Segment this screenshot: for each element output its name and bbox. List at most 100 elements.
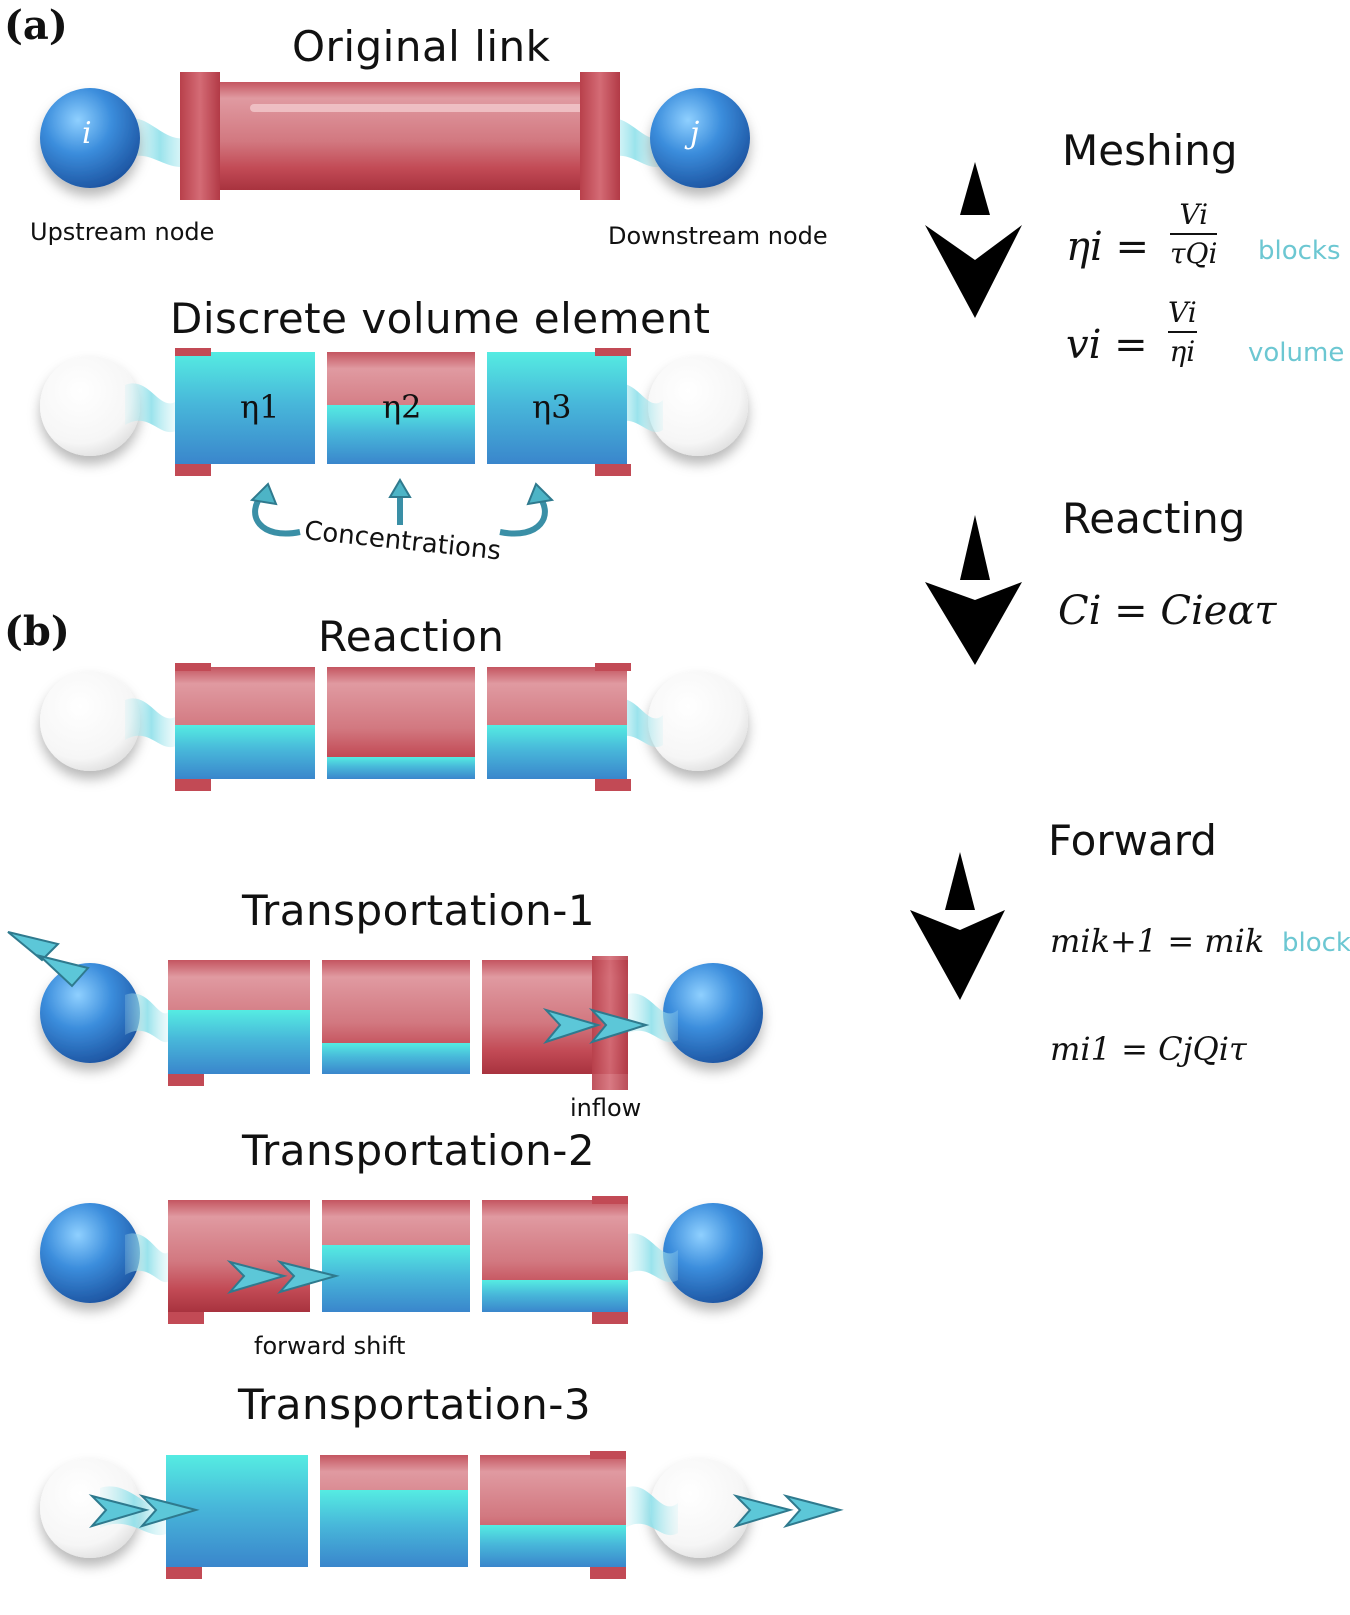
block-label-eta1: η1 bbox=[240, 388, 280, 426]
block-1-water bbox=[175, 352, 315, 464]
discrete-element-title: Discrete volume element bbox=[170, 294, 711, 343]
downstream-stream bbox=[625, 993, 678, 1043]
pipe-cap-right-bottom bbox=[592, 1312, 628, 1324]
pipe-cap-right-bottom bbox=[595, 464, 631, 476]
downstream-node-j bbox=[650, 88, 750, 188]
concentration-arrowhead-right bbox=[526, 482, 555, 506]
forward-eq2: mi1 = CjQiτ bbox=[1050, 1030, 1247, 1068]
block-3-water bbox=[487, 725, 627, 779]
pipe-highlight bbox=[250, 104, 590, 112]
original-link-title: Original link bbox=[292, 22, 551, 71]
concentration-arrowhead-left bbox=[249, 482, 278, 506]
upstream-stream bbox=[125, 698, 178, 748]
exit-arrow-2 bbox=[782, 1494, 844, 1528]
pipe-cap-left-bottom bbox=[175, 464, 211, 476]
block-label-eta2: η2 bbox=[382, 388, 422, 426]
meshing-eq2-fraction: Vi ηi bbox=[1168, 296, 1197, 368]
forward-title: Forward bbox=[1048, 816, 1217, 865]
downstream-stream bbox=[625, 1233, 678, 1283]
block-1-water bbox=[175, 725, 315, 779]
exit-arrow-1 bbox=[732, 1494, 794, 1528]
node-j-symbol: j bbox=[690, 116, 700, 151]
block-2-water bbox=[327, 405, 475, 464]
meshing-eq2-numerator: Vi bbox=[1168, 296, 1197, 329]
block-2-water bbox=[320, 1490, 468, 1567]
transport1-title: Transportation-1 bbox=[242, 886, 596, 935]
forward-arrow bbox=[910, 852, 1005, 1000]
upstream-node-white bbox=[40, 671, 140, 771]
reacting-arrow bbox=[925, 515, 1022, 665]
pipe-cap-right bbox=[595, 348, 631, 356]
meshing-eq2-lhs: vi = bbox=[1066, 322, 1148, 368]
upstream-node-blue bbox=[40, 1203, 140, 1303]
panel-label-a: (a) bbox=[4, 2, 68, 49]
concentration-arrowhead-center bbox=[388, 478, 412, 498]
block-3-water bbox=[487, 352, 627, 464]
upstream-stream bbox=[125, 993, 170, 1043]
inflow-arrow-2 bbox=[36, 954, 90, 988]
forward-eq1: mik+1 = mik bbox=[1050, 922, 1265, 960]
meshing-arrow bbox=[925, 162, 1022, 318]
reaction-title: Reaction bbox=[318, 612, 505, 661]
outflow-arrow-1 bbox=[542, 1008, 602, 1045]
shift-arrow-1 bbox=[226, 1260, 288, 1294]
downstream-node-white bbox=[648, 356, 748, 456]
entry-arrow-1 bbox=[88, 1494, 150, 1528]
transport3-title: Transportation-3 bbox=[238, 1380, 592, 1429]
transport3-element bbox=[40, 1451, 844, 1579]
transport1-element bbox=[7, 931, 763, 1090]
meshing-eq2-note: volume bbox=[1248, 338, 1345, 368]
block-2-water bbox=[322, 1245, 470, 1312]
upstream-node-white bbox=[40, 1458, 140, 1558]
entry-arrow-2 bbox=[138, 1494, 200, 1528]
discrete-element bbox=[40, 348, 748, 537]
block-3-water bbox=[480, 1525, 626, 1567]
inflow-arrow-1 bbox=[7, 931, 60, 962]
upstream-stream bbox=[125, 383, 178, 433]
upstream-stream bbox=[125, 118, 195, 168]
pipe-cap-right bbox=[590, 1451, 626, 1459]
downstream-node-blue bbox=[663, 963, 763, 1063]
meshing-title: Meshing bbox=[1062, 126, 1238, 175]
forward-eq1-note: block bbox=[1282, 928, 1350, 958]
pipe-cap-left-bottom bbox=[175, 779, 211, 791]
pipe-cap-left bbox=[168, 1312, 204, 1324]
block-1-pipe bbox=[168, 1200, 310, 1312]
panel-label-b: (b) bbox=[4, 608, 70, 655]
block-1-water bbox=[168, 1010, 310, 1074]
upstream-node-white bbox=[40, 356, 140, 456]
meshing-eq2-denominator: ηi bbox=[1169, 335, 1196, 368]
pipe-cap-left bbox=[166, 1567, 202, 1579]
block-label-eta3: η3 bbox=[532, 388, 572, 426]
transport2-title: Transportation-2 bbox=[242, 1126, 596, 1175]
pipe-body bbox=[188, 82, 600, 190]
reaction-element bbox=[40, 663, 748, 791]
meshing-eq1-denominator: τQi bbox=[1170, 237, 1218, 270]
meshing-eq1-lhs: ηi = bbox=[1066, 224, 1149, 270]
block-2-water bbox=[322, 1043, 470, 1074]
pipe-cap-left bbox=[180, 72, 220, 200]
pipe-cap-right-bottom bbox=[590, 1567, 626, 1579]
pipe-cap-right bbox=[595, 663, 631, 671]
reacting-title: Reacting bbox=[1062, 494, 1246, 543]
meshing-eq1-note: blocks bbox=[1258, 236, 1341, 266]
pipe-cap-right bbox=[580, 72, 620, 200]
upstream-node-label: Upstream node bbox=[30, 218, 215, 246]
upstream-node-blue bbox=[40, 963, 140, 1063]
downstream-node-blue bbox=[663, 1203, 763, 1303]
reacting-eq: Ci = Cieατ bbox=[1058, 588, 1277, 634]
node-i-symbol: i bbox=[82, 116, 92, 151]
downstream-node-label: Downstream node bbox=[608, 222, 828, 250]
upstream-node-i bbox=[40, 88, 140, 188]
pipe-cap-right-bottom bbox=[595, 779, 631, 791]
pipe-cap-right bbox=[592, 1196, 628, 1204]
downstream-stream bbox=[625, 1486, 678, 1536]
block-2-water bbox=[327, 757, 475, 779]
meshing-eq1-fraction: Vi τQi bbox=[1170, 198, 1218, 270]
transport2-element bbox=[40, 1196, 763, 1324]
shift-arrow-2 bbox=[276, 1260, 340, 1294]
inflow-label: inflow bbox=[570, 1094, 642, 1122]
outflow-arrow-2 bbox=[588, 1008, 650, 1044]
downstream-node-white bbox=[648, 671, 748, 771]
